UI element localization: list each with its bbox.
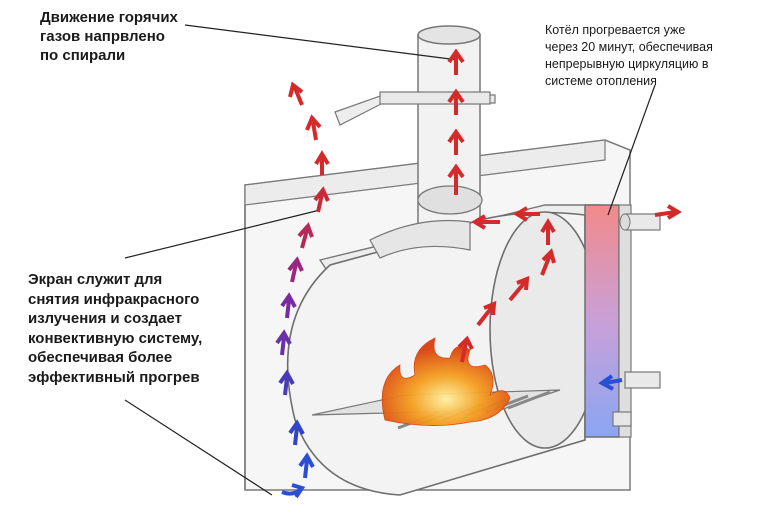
flame-icon [381, 337, 511, 426]
hot-gas-arrow-icon [476, 300, 497, 327]
hot-gas-arrows [447, 48, 682, 363]
hot-gas-arrow-icon [287, 256, 304, 283]
hot-gas-arrow-icon [288, 81, 304, 106]
label-line: конвективную систему, [28, 329, 203, 347]
label-line: системе отопления [545, 74, 657, 88]
cold-air-arrow-icon [281, 483, 306, 499]
hot-gas-arrow-icon [540, 218, 556, 245]
label-line: обеспечивая более [28, 349, 173, 366]
label-line: Движение горячих [40, 9, 178, 26]
label-line: Экран служит для [28, 271, 163, 288]
hot-gas-arrow-icon [305, 114, 322, 141]
hot-gas-arrow-icon [297, 222, 314, 249]
label-line: снятия инфракрасного [28, 290, 200, 308]
convection-arrows [275, 81, 330, 499]
hot-gas-arrow-icon [471, 214, 500, 230]
hot-gas-arrow-icon [654, 204, 682, 220]
label-line: через 20 минут, обеспечивая [545, 40, 713, 54]
hot-gas-arrow-icon [447, 163, 465, 195]
label-line: газов напрвлено [40, 28, 165, 45]
hot-gas-arrow-icon [447, 48, 465, 75]
label-line: по спирали [40, 47, 126, 64]
hot-gas-arrow-icon [508, 275, 530, 302]
hot-gas-arrow-icon [540, 248, 556, 276]
cold-air-arrow-icon [280, 292, 297, 319]
hot-gas-arrow-icon [447, 128, 465, 155]
label-line: излучения и создает [28, 310, 182, 327]
cold-air-arrow-icon [288, 419, 305, 446]
hot-gas-arrow-icon [447, 88, 465, 115]
leader-lines [124, 24, 656, 496]
cold-air-arrow-icon [598, 374, 623, 391]
label-boiler-warmup: Котёл прогревается уже через 20 минут, о… [545, 22, 755, 90]
label-line: непрерывную циркуляцию в [545, 57, 709, 71]
hot-gas-arrow-icon [513, 206, 540, 222]
hot-gas-arrow-icon [313, 186, 330, 213]
label-spiral-gases: Движение горячих газов напрвлено по спир… [40, 8, 240, 65]
pipe-outlet-icon [612, 213, 661, 427]
cold-air-arrow-icon [275, 329, 292, 356]
label-line: Котёл прогревается уже [545, 23, 686, 37]
cold-air-arrow-icon [298, 452, 315, 479]
label-line: эффективный прогрев [28, 368, 200, 386]
hot-gas-arrow-icon [314, 150, 330, 175]
hot-gas-arrow-icon [457, 335, 474, 363]
label-screen-purpose: Экран служит для снятия инфракрасного из… [28, 270, 258, 387]
cold-air-arrow-icon [278, 369, 295, 396]
boiler [584, 204, 632, 438]
